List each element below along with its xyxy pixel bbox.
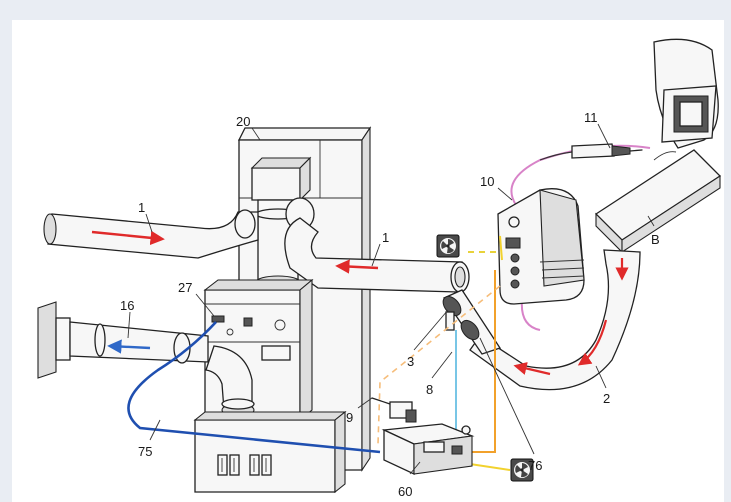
label-9: 9 [346, 410, 353, 425]
label-27: 27 [178, 280, 192, 295]
label-1-right: 1 [382, 230, 389, 245]
exhaust-pipe [37, 301, 209, 379]
label-76: 76 [528, 458, 542, 473]
probe-handpiece [539, 143, 643, 161]
label-8: 8 [426, 382, 433, 397]
label-b: B [651, 232, 660, 247]
controller-unit [497, 144, 651, 331]
control-box [381, 423, 475, 476]
solenoid-valve [371, 397, 417, 423]
label-1-left: 1 [138, 200, 145, 215]
label-3: 3 [407, 354, 414, 369]
intake-pipe-left [43, 197, 315, 259]
intake-pipe-right [284, 217, 470, 293]
furnace-base [193, 410, 347, 494]
leader-lines [127, 123, 655, 475]
label-60: 60 [398, 484, 412, 499]
label-16: 16 [120, 298, 134, 313]
base-vents [217, 454, 272, 476]
label-11: 11 [584, 110, 598, 125]
station-b [594, 38, 722, 254]
label-20: 20 [236, 114, 250, 129]
label-10: 10 [480, 174, 494, 189]
label-75: 75 [138, 444, 152, 459]
fan-icon [510, 458, 534, 482]
fan-icon [436, 234, 460, 258]
label-2: 2 [603, 391, 610, 406]
callout-labels: 20 1 1 27 16 11 10 B 2 3 8 9 76 75 60 [120, 110, 660, 499]
